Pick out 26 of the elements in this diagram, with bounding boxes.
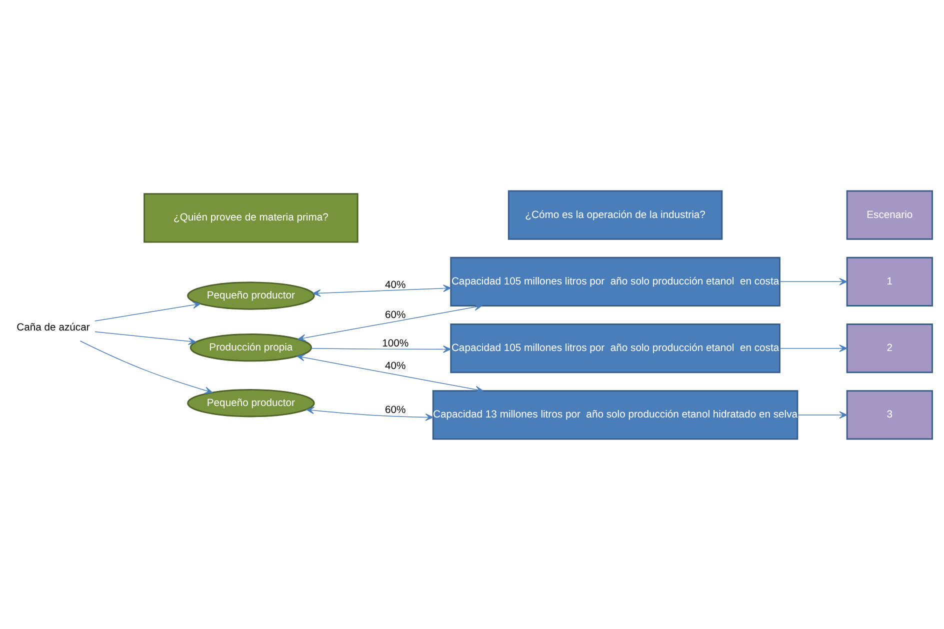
node-box: 3 (846, 390, 933, 440)
arrow (306, 406, 434, 420)
arrow (779, 277, 848, 285)
node-box: 2 (846, 323, 933, 373)
edge-label: 100% (382, 338, 409, 349)
arrow (80, 340, 213, 394)
node-box: Escenario (846, 190, 933, 240)
arrow (296, 353, 484, 393)
edge-label: 40% (384, 360, 406, 372)
arrow (94, 330, 196, 344)
node-text: Caña de azúcar (16, 322, 90, 333)
edge-label: 40% (384, 279, 406, 290)
edge-label: 60% (384, 310, 406, 321)
arrow (779, 344, 848, 352)
node-box: Capacidad 105 millones litros por año solo producción etanol en costa (450, 323, 780, 373)
node-box: 1 (846, 256, 933, 306)
edge-label: 60% (384, 404, 406, 416)
arrow (94, 300, 201, 321)
node-box: ¿Cómo es la operación de la industria? (508, 190, 723, 240)
arrow (310, 345, 452, 352)
arrow (298, 302, 482, 341)
node-box: Capacidad 13 millones litros por año solo producción etanol hidratado en selva (432, 390, 798, 440)
arrow (312, 284, 452, 296)
node-box: Capacidad 105 millones litros por año solo producción etanol en costa (450, 256, 780, 306)
arrow (797, 410, 848, 418)
node-box: ¿Quién provee de materia prima? (144, 192, 358, 242)
